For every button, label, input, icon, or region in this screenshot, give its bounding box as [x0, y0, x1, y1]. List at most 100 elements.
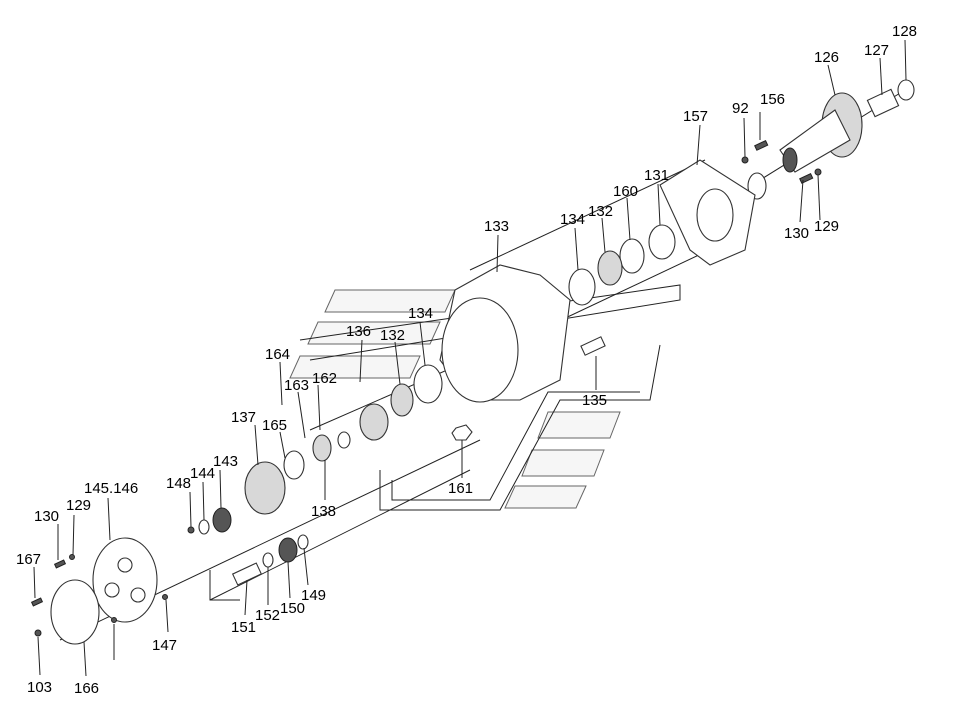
- bg-outline: [379, 344, 661, 511]
- leader-line: [189, 491, 192, 528]
- label-129-right: 129: [814, 218, 839, 235]
- leader-line: [394, 341, 401, 385]
- guide-line: [209, 570, 240, 601]
- nut-part: [69, 554, 75, 560]
- label-130-left: 130: [34, 508, 59, 525]
- callout-labels: 128 127 126 92 156 157 130 129 131 160 1…: [16, 23, 917, 697]
- label-134: 134: [560, 211, 585, 228]
- label-164: 164: [265, 346, 290, 363]
- leader-lines: [33, 39, 907, 677]
- planet-gear-part: [212, 507, 232, 533]
- label-162: 162: [312, 370, 337, 387]
- leader-line: [287, 561, 291, 599]
- leader-line: [904, 39, 907, 81]
- label-134-inner: 134: [408, 305, 433, 322]
- gear-carrier-part: [359, 403, 389, 441]
- label-151: 151: [231, 619, 256, 636]
- bolt-part: [799, 172, 814, 184]
- leader-line: [359, 339, 363, 383]
- label-152: 152: [255, 607, 280, 624]
- hub-spline-part: [782, 147, 798, 173]
- label-145-146: 145.146: [84, 480, 138, 497]
- ring-gear-part: [244, 461, 286, 515]
- pin-part: [111, 617, 117, 623]
- guide-line: [209, 469, 471, 601]
- leader-line: [33, 566, 36, 599]
- leader-line: [165, 599, 169, 633]
- leader-line: [827, 64, 836, 96]
- bolt-part: [754, 139, 769, 151]
- leader-line: [574, 227, 579, 271]
- parts: [30, 79, 915, 645]
- label-130-right: 130: [784, 225, 809, 242]
- leader-line: [244, 579, 248, 616]
- label-132: 132: [588, 203, 613, 220]
- pin-part: [187, 526, 195, 534]
- ring-part: [648, 224, 676, 260]
- bg-panel: [537, 411, 621, 439]
- brake-disc-hole-part: [696, 188, 734, 242]
- label-129-left: 129: [66, 497, 91, 514]
- nut-part: [741, 156, 749, 164]
- bg-panel: [307, 321, 441, 345]
- guide-line: [309, 359, 471, 431]
- spacer-part: [337, 431, 351, 449]
- washer-part: [297, 534, 309, 550]
- label-136: 136: [346, 323, 371, 340]
- leader-line: [303, 547, 309, 586]
- label-135: 135: [582, 392, 607, 409]
- ring-part: [568, 268, 596, 306]
- label-163: 163: [284, 377, 309, 394]
- carrier-hole: [104, 582, 120, 598]
- bearing-part: [390, 383, 414, 417]
- planet-gear-part: [278, 537, 298, 563]
- label-103: 103: [27, 679, 52, 696]
- leader-line: [254, 424, 259, 466]
- background-panels: [289, 284, 681, 511]
- bg-outline: [391, 391, 640, 501]
- label-166: 166: [74, 680, 99, 697]
- washer-part: [198, 519, 210, 535]
- ring-part: [619, 238, 645, 274]
- leader-line: [83, 641, 87, 677]
- bg-panel: [504, 485, 587, 509]
- label-128: 128: [892, 23, 917, 40]
- leader-line: [496, 234, 499, 273]
- leader-line: [879, 57, 883, 96]
- leader-line: [743, 117, 746, 158]
- guide-line: [539, 244, 721, 331]
- leader-line: [37, 636, 41, 676]
- leader-line: [279, 361, 283, 406]
- leader-line: [317, 384, 321, 431]
- sleeve-part: [866, 88, 900, 118]
- label-160: 160: [613, 183, 638, 200]
- label-143: 143: [213, 453, 238, 470]
- label-92: 92: [732, 100, 749, 117]
- bolt-part: [30, 597, 44, 607]
- label-132-inner: 132: [380, 327, 405, 344]
- carrier-hole: [117, 557, 133, 573]
- leader-line: [107, 497, 111, 541]
- leader-line: [297, 391, 306, 439]
- planet-carrier-part: [92, 537, 158, 623]
- plug-screw-part: [580, 336, 606, 356]
- label-137: 137: [231, 409, 256, 426]
- bearing-part: [312, 434, 332, 462]
- seal-ring-part: [897, 79, 915, 101]
- label-157: 157: [683, 108, 708, 125]
- label-127: 127: [864, 42, 889, 59]
- guide-line: [469, 159, 706, 271]
- ring-part: [283, 450, 305, 480]
- label-131: 131: [644, 167, 669, 184]
- label-126: 126: [814, 49, 839, 66]
- label-147: 147: [152, 637, 177, 654]
- leader-line: [696, 124, 701, 166]
- label-148: 148: [166, 475, 191, 492]
- label-165: 165: [262, 417, 287, 434]
- leader-line: [817, 174, 821, 221]
- washer-part: [262, 552, 274, 568]
- pin-part: [162, 594, 168, 600]
- leader-line: [419, 321, 426, 366]
